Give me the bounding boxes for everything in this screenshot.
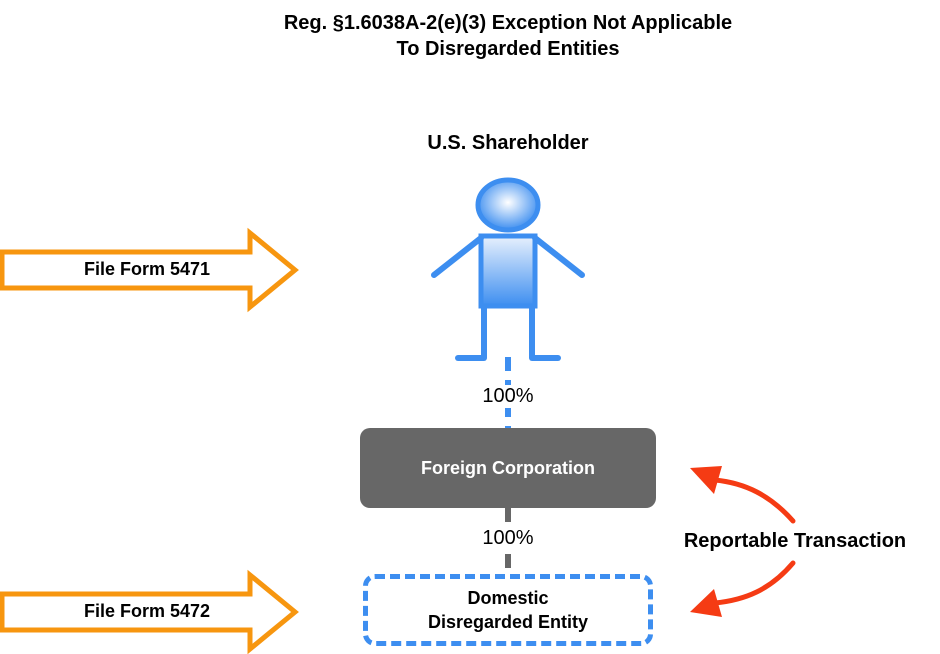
domestic-entity-line-2: Disregarded Entity <box>427 612 589 632</box>
title-line-2: To Disregarded Entities <box>396 38 620 60</box>
domestic-disregarded-entity-box: Domestic Disregarded Entity <box>363 574 653 646</box>
file-form-5472-label: File Form 5472 <box>83 601 211 621</box>
person-icon <box>431 177 585 361</box>
foreign-corporation-label: Foreign Corporation <box>421 457 595 478</box>
form-5471-arrow-icon <box>0 227 299 313</box>
foreign-corporation-box: Foreign Corporation <box>360 428 656 508</box>
us-shareholder-label: U.S. Shareholder <box>427 132 589 154</box>
file-form-5471-label: File Form 5471 <box>83 259 211 279</box>
diagram-title: Reg. §1.6038A-2(e)(3) Exception Not Appl… <box>0 10 940 62</box>
ownership-percent-top: 100% <box>468 385 548 408</box>
title-line-1: Reg. §1.6038A-2(e)(3) Exception Not Appl… <box>283 12 733 34</box>
ownership-percent-bottom: 100% <box>468 527 548 550</box>
form-5472-arrow-icon <box>0 569 299 654</box>
reportable-transaction-arrow-icon <box>690 466 796 617</box>
reportable-transaction-label: Reportable Transaction <box>683 530 907 552</box>
domestic-entity-line-1: Domestic <box>467 588 549 608</box>
